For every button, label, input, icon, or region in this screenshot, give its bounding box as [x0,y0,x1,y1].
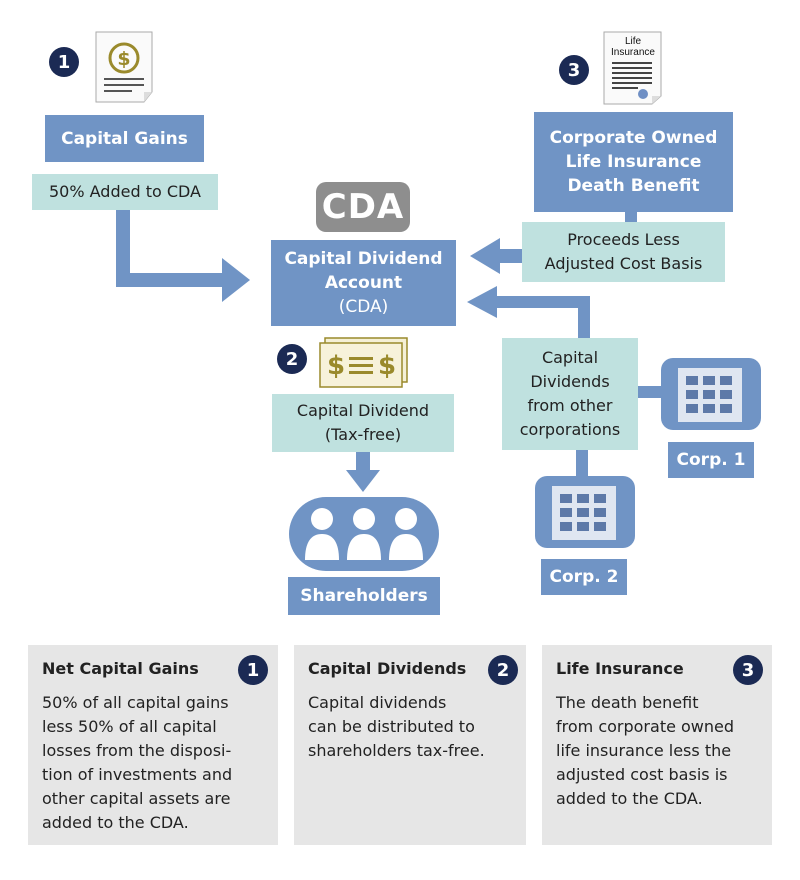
cda-logo: CDA [316,182,410,232]
svg-text:$: $ [378,351,396,381]
capital-dividend-line: (Tax-free) [324,425,402,444]
insurance-line: Corporate Owned [549,128,718,148]
info-card-capital-dividends: Capital Dividends Capital dividends can … [294,645,526,845]
card-badge-2: 2 [488,655,518,685]
other-corps-dividends-box: Capital Dividends from other corporation… [502,338,638,450]
step-badge-3: 3 [559,55,589,85]
cda-account-line: Capital Dividend [284,249,443,269]
step-badge-2: 2 [277,344,307,374]
building-icon [535,476,635,548]
insurance-proceeds-box: Proceeds Less Adjusted Cost Basis [522,222,725,282]
life-insurance-doc-label: Life Insurance [611,36,655,58]
arrow-dividend-to-shareholders [346,452,380,492]
arrow-other-corps-to-cda [467,286,670,476]
life-insurance-document-icon [603,31,662,105]
other-corps-line: Capital [541,348,599,367]
cda-account-box: Capital Dividend Account (CDA) [271,240,456,326]
card-body: The death benefit from corporate owned l… [556,693,735,808]
other-corps-line: from other [527,396,613,415]
insurance-line: Life Insurance [565,152,702,172]
money-bills-icon: $ $ [319,337,408,388]
capital-dividend-line: Capital Dividend [296,401,430,420]
capital-dividend-box: Capital Dividend (Tax-free) [272,394,454,452]
corp-2-label: Corp. 2 [549,567,619,587]
card-title: Life Insurance [556,659,684,678]
capital-gains-added-box: 50% Added to CDA [32,174,218,210]
cda-account-line: Account [324,273,403,293]
card-badge-1: 1 [238,655,268,685]
arrow-capital-gains-to-cda [116,210,250,302]
insurance-line: Death Benefit [567,176,700,196]
svg-text:$: $ [117,48,130,70]
cda-account-line: (CDA) [338,297,389,317]
card-body: Capital dividends can be distributed to … [308,693,485,760]
capital-gains-label: Capital Gains [61,128,188,149]
card-badge-3: 3 [733,655,763,685]
cda-flow-diagram: $ $ $ [95,31,761,571]
step-badge-1: 1 [49,47,79,77]
dollar-document-icon: $ [95,31,153,103]
info-card-net-capital-gains: Net Capital Gains 50% of all capital gai… [28,645,278,845]
svg-text:$: $ [327,351,345,381]
proceeds-line: Proceeds Less [567,230,680,249]
corp-2-label-box: Corp. 2 [541,559,627,595]
capital-gains-added-label: 50% Added to CDA [48,182,201,201]
card-title: Capital Dividends [308,659,467,678]
corp-1-label-box: Corp. 1 [668,442,754,478]
building-icon [661,358,761,430]
shareholders-label: Shareholders [300,586,428,606]
shareholders-people-icon [289,497,439,571]
other-corps-line: corporations [519,420,621,439]
capital-gains-box: Capital Gains [45,115,204,162]
shareholders-box: Shareholders [288,577,440,615]
card-body: 50% of all capital gains less 50% of all… [42,693,233,832]
other-corps-line: Dividends [530,372,610,391]
info-card-life-insurance: Life Insurance The death benefit from co… [542,645,772,845]
proceeds-line: Adjusted Cost Basis [544,254,703,273]
insurance-death-benefit-box: Corporate Owned Life Insurance Death Ben… [534,112,733,212]
corp-1-label: Corp. 1 [676,450,746,470]
card-title: Net Capital Gains [42,659,199,678]
